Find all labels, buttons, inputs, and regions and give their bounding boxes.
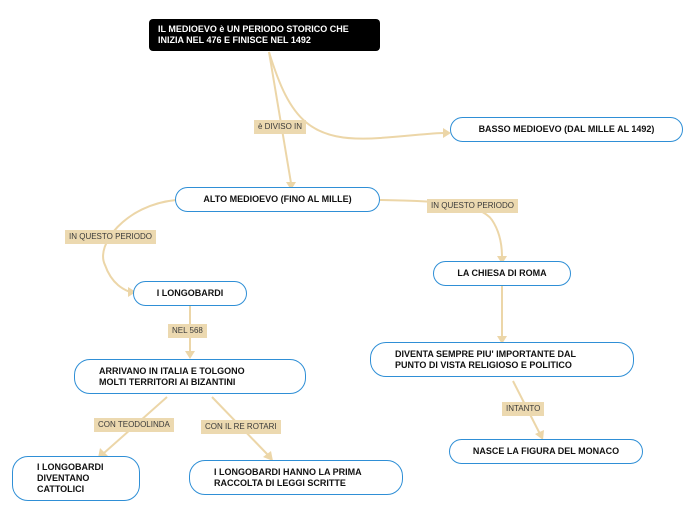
link-label-in-questo-periodo-right[interactable]: IN QUESTO PERIODO: [427, 199, 518, 213]
arrowhead-cattolici: [98, 448, 108, 458]
arrowhead-monaco: [535, 430, 544, 440]
node-chiesa-di-roma-text: LA CHIESA DI ROMA: [457, 268, 547, 278]
node-medioevo-root[interactable]: IL MEDIOEVO è UN PERIODO STORICO CHE INI…: [149, 19, 380, 51]
node-medioevo-root-text: IL MEDIOEVO è UN PERIODO STORICO CHE INI…: [158, 24, 349, 45]
arrowhead-longobardi: [128, 287, 136, 297]
link-label-nel-568[interactable]: NEL 568: [168, 324, 207, 338]
node-longobardi-text: I LONGOBARDI: [156, 288, 224, 298]
arrowhead-diventa: [497, 336, 507, 344]
node-alto-medioevo[interactable]: ALTO MEDIOEVO (FINO AL MILLE): [175, 187, 380, 212]
node-arrivano-in-italia[interactable]: ARRIVANO IN ITALIA E TOLGONO MOLTI TERRI…: [74, 359, 306, 394]
arrowhead-arrivano: [185, 351, 195, 359]
link-label-diviso-in[interactable]: è DIVISO IN: [254, 120, 307, 134]
edge-root-to-basso: [268, 51, 446, 140]
node-basso-medioevo-text: BASSO MEDIOEVO (DAL MILLE AL 1492): [478, 124, 655, 134]
node-basso-medioevo[interactable]: BASSO MEDIOEVO (DAL MILLE AL 1492): [450, 117, 683, 142]
edge-alto-to-longobardi: [102, 199, 177, 293]
node-diventa-importante-text: DIVENTA SEMPRE PIU' IMPORTANTE DAL PUNTO…: [395, 348, 576, 370]
node-longobardi[interactable]: I LONGOBARDI: [133, 281, 247, 306]
node-longobardi-cattolici-text: I LONGOBARDI DIVENTANO CATTOLICI: [37, 462, 104, 494]
node-figura-monaco[interactable]: NASCE LA FIGURA DEL MONACO: [449, 439, 643, 464]
edge-root-to-alto: [268, 51, 292, 184]
edge-alto-to-chiesa: [379, 199, 503, 258]
node-longobardi-cattolici[interactable]: I LONGOBARDI DIVENTANO CATTOLICI: [12, 456, 140, 501]
node-alto-medioevo-text: ALTO MEDIOEVO (FINO AL MILLE): [203, 194, 352, 204]
link-label-con-il-re-rotari[interactable]: CON IL RE ROTARI: [201, 420, 281, 434]
node-raccolta-leggi-text: I LONGOBARDI HANNO LA PRIMA RACCOLTA DI …: [214, 466, 362, 488]
link-label-con-teodolinda[interactable]: CON TEODOLINDA: [94, 418, 174, 432]
node-arrivano-in-italia-text: ARRIVANO IN ITALIA E TOLGONO MOLTI TERRI…: [99, 365, 245, 387]
arrowhead-basso: [443, 128, 451, 138]
node-chiesa-di-roma[interactable]: LA CHIESA DI ROMA: [433, 261, 571, 286]
link-label-in-questo-periodo-left[interactable]: IN QUESTO PERIODO: [65, 230, 156, 244]
arrowhead-leggi: [263, 451, 273, 461]
node-diventa-importante[interactable]: DIVENTA SEMPRE PIU' IMPORTANTE DAL PUNTO…: [370, 342, 634, 377]
link-label-intanto[interactable]: INTANTO: [502, 402, 545, 416]
arrowhead-chiesa: [497, 256, 507, 264]
arrowhead-alto: [286, 182, 296, 190]
node-raccolta-leggi[interactable]: I LONGOBARDI HANNO LA PRIMA RACCOLTA DI …: [189, 460, 403, 495]
node-figura-monaco-text: NASCE LA FIGURA DEL MONACO: [472, 446, 620, 456]
